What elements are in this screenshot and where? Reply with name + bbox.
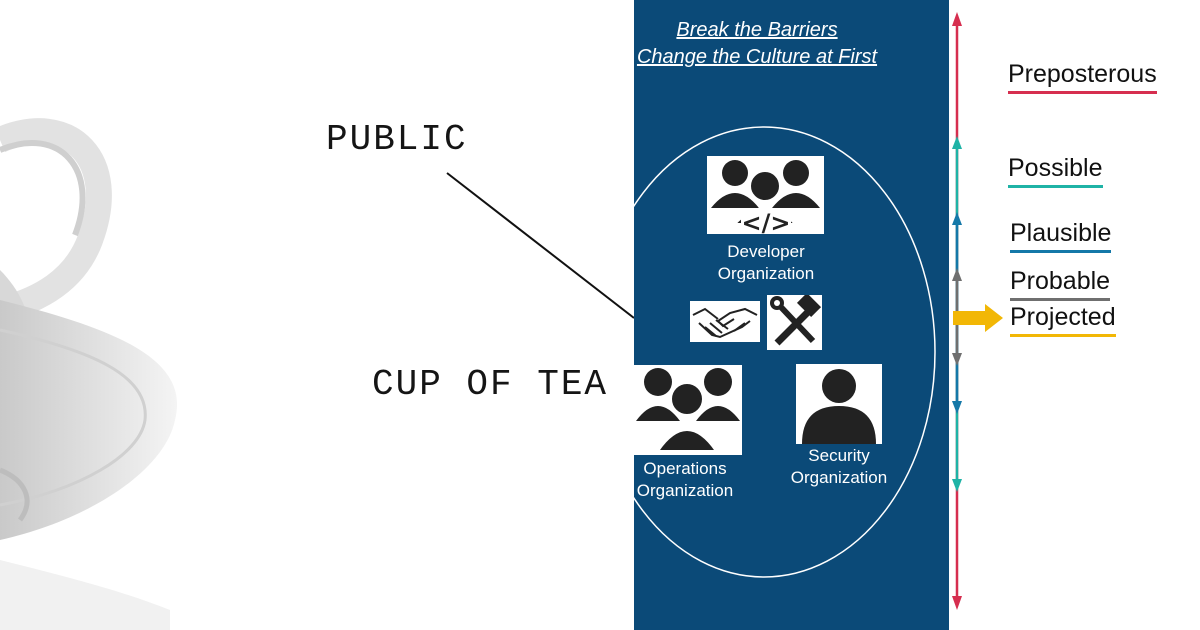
operations-group-picture <box>634 365 742 455</box>
people-group-icon: </> <box>711 160 820 234</box>
possible-arrow-top-icon <box>952 136 962 149</box>
possible-arrow-bottom-icon <box>952 479 962 492</box>
probable-arrow-top-icon <box>952 268 962 281</box>
preposterous-arrow-bottom-icon <box>952 596 962 610</box>
panel-title-line-1: Break the Barriers <box>676 19 838 41</box>
developer-org-line-1: Developer <box>727 242 805 261</box>
security-person-picture <box>796 364 882 444</box>
plausible-arrow-bottom-icon <box>952 401 962 414</box>
operations-org-label: Operations Organization <box>634 458 746 502</box>
projected-label: Projected <box>1010 303 1116 337</box>
probable-label: Probable <box>1010 267 1111 301</box>
culture-panel: Break the Barriers Change the Culture at… <box>634 0 949 630</box>
organizations-ellipse <box>634 126 936 578</box>
security-org-line-2: Organization <box>790 468 888 487</box>
teacup-image <box>0 118 178 630</box>
probable-arrow-bottom-icon <box>952 353 962 366</box>
security-org-line-1: Security <box>808 446 870 465</box>
plausible-label: Plausible <box>1010 219 1112 253</box>
panel-title-line-2: Change the Culture at First <box>636 46 878 68</box>
cup-of-tea-phrase: CUP OF TEA <box>372 364 609 405</box>
preposterous-label: Preposterous <box>1008 60 1157 94</box>
developer-group-picture: </> <box>707 156 824 234</box>
developer-org-line-2: Organization <box>717 264 815 283</box>
tools-icon <box>770 295 822 346</box>
possible-label: Possible <box>1008 154 1103 188</box>
operations-org-line-1: Operations <box>643 459 727 478</box>
operations-org-line-2: Organization <box>636 481 734 500</box>
preposterous-arrow-top-icon <box>952 12 962 26</box>
handshake-picture <box>690 301 760 342</box>
developer-org-label: Developer Organization <box>711 241 821 285</box>
plausible-arrow-top-icon <box>952 212 962 225</box>
people-group-icon <box>636 368 740 452</box>
security-org-label: Security Organization <box>782 445 896 489</box>
code-glyph: </> <box>742 209 791 234</box>
teacup-photo-panel: PUBLIC CUP OF TEA <box>0 118 634 630</box>
pointer-line <box>446 172 634 319</box>
projected-arrow-icon <box>985 304 1003 332</box>
projected-arrow-shaft <box>953 311 985 325</box>
public-word: PUBLIC <box>326 119 468 160</box>
futures-cone-scale <box>952 12 1003 610</box>
person-icon <box>802 369 876 444</box>
handshake-icon <box>692 307 758 339</box>
tools-picture <box>767 295 822 350</box>
